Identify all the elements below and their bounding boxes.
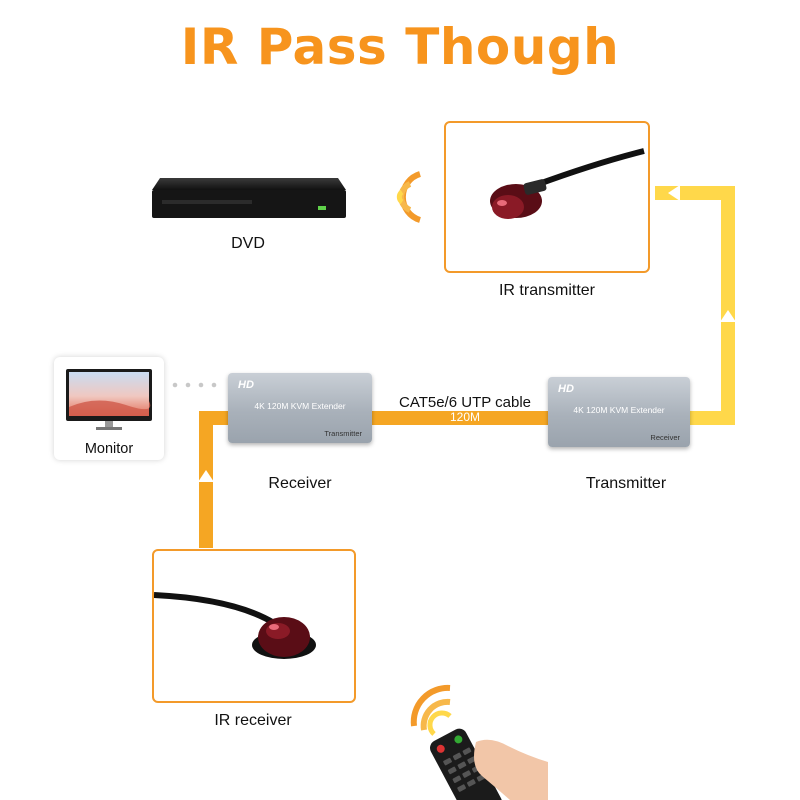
dvd-player-icon	[152, 178, 346, 218]
ir-transmitter-label: IR transmitter	[498, 282, 595, 299]
unit-model: 4K 120M KVM Extender	[573, 405, 665, 415]
transmitter-label: Transmitter	[585, 475, 667, 492]
ir-receiver-cable	[199, 411, 228, 548]
monitor-icon	[66, 369, 152, 430]
unit-role: Transmitter	[324, 429, 362, 438]
ir-receiver-icon	[153, 592, 316, 659]
monitor-label: Monitor	[84, 441, 134, 457]
monitor-link-dots	[172, 382, 217, 388]
ir-cable-arrow-1	[720, 310, 736, 322]
ir-receiver-box	[152, 549, 356, 703]
hand	[474, 739, 548, 800]
receiver-label: Receiver	[268, 475, 332, 492]
signal-waves-icon	[396, 171, 422, 223]
ir-receiver-arrow	[198, 470, 214, 482]
ir-extension-cable	[655, 186, 735, 425]
unit-brand: HD	[558, 383, 574, 395]
unit-role: Receiver	[650, 433, 680, 442]
left-extender-unit: HD 4K 120M KVM Extender Transmitter	[228, 373, 372, 443]
page-title: IR Pass Though	[180, 18, 620, 76]
right-extender-unit: HD 4K 120M KVM Extender Receiver	[548, 377, 690, 447]
monitor-card: Monitor	[54, 357, 164, 460]
unit-model: 4K 120M KVM Extender	[254, 401, 346, 411]
ir-transmitter-box	[444, 121, 650, 273]
dvd-label: DVD	[231, 235, 265, 252]
unit-brand: HD	[238, 379, 254, 391]
cable-type-label: CAT5e/6 UTP cable	[398, 394, 531, 411]
cable-length-label: 120M	[449, 410, 481, 424]
ir-transmitter-icon	[490, 148, 645, 219]
ir-cable-arrow-2	[668, 185, 680, 201]
remote-control-icon	[410, 684, 548, 800]
ir-receiver-label: IR receiver	[214, 712, 292, 729]
